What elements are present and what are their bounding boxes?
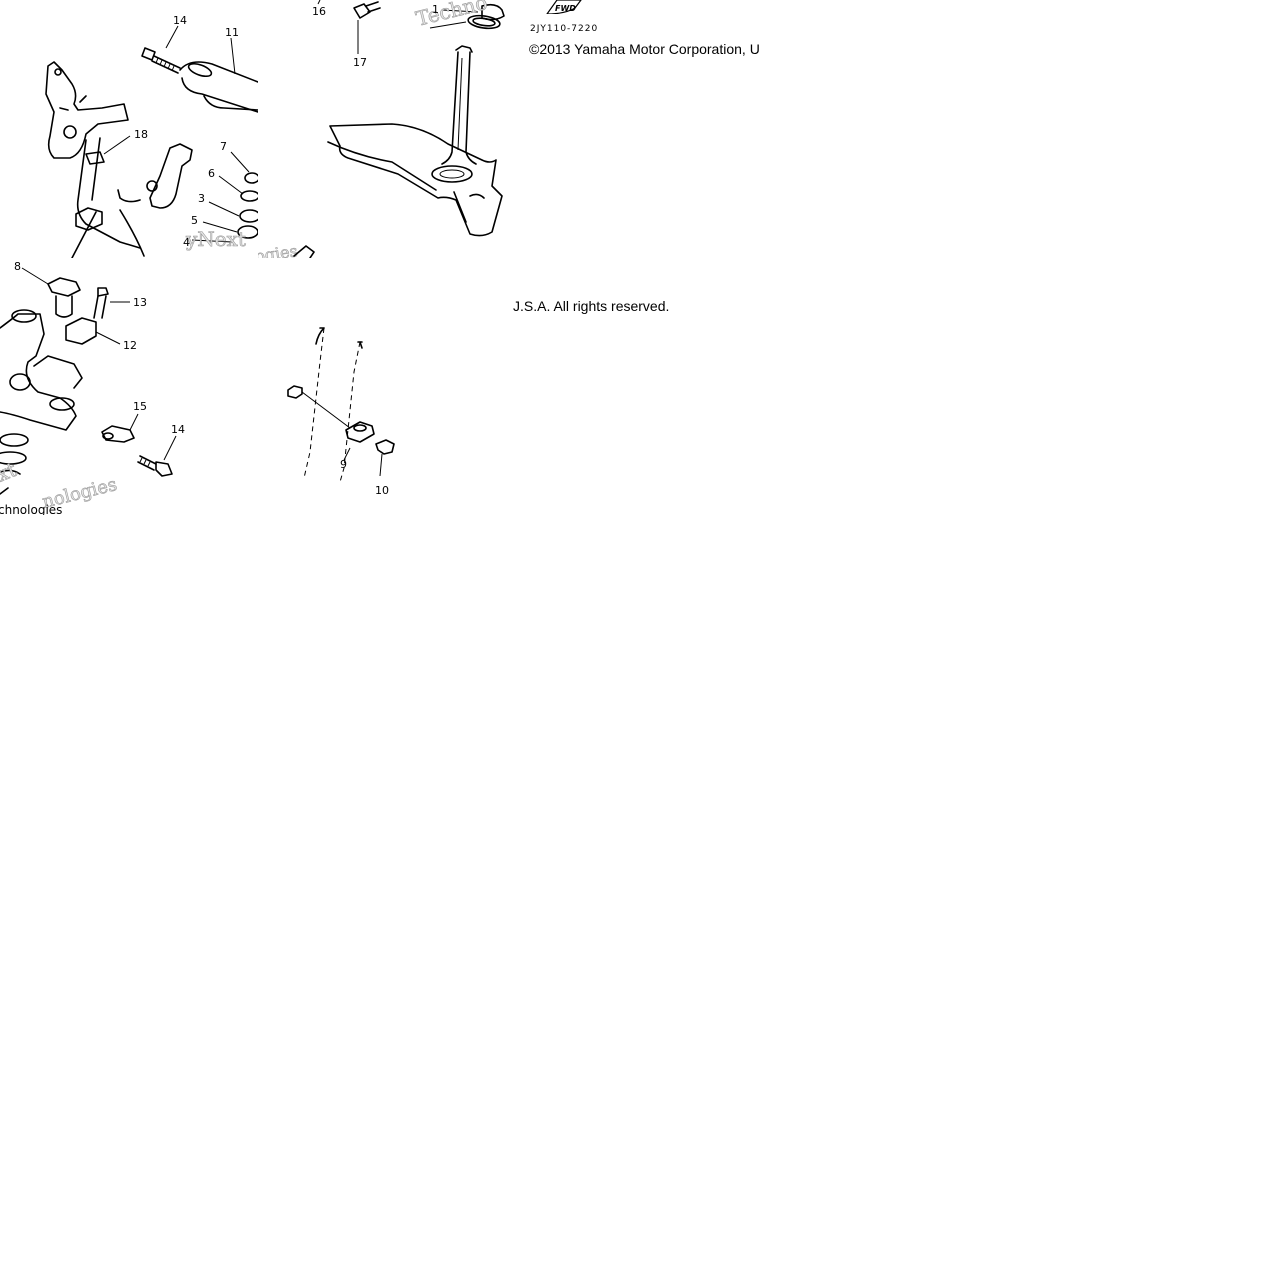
callout-7: 7	[220, 140, 227, 153]
clamp-15-drawing	[101, 413, 139, 443]
callout-18: 18	[134, 128, 148, 141]
under-bracket-drawing	[327, 123, 503, 237]
upper-bracket-diagram: xt nologies chnologies 8 13 12 15 14	[0, 258, 258, 515]
bolt-8-drawing	[21, 267, 81, 318]
fork-tube-drawing	[303, 327, 363, 483]
watermark-text: chnologies	[0, 503, 62, 515]
callout-6: 6	[208, 167, 215, 180]
callout-16: 16	[312, 5, 326, 18]
callout-5: 5	[191, 214, 198, 227]
callout-10: 10	[375, 484, 389, 497]
stem-tube-drawing	[441, 45, 477, 165]
right-bracket-drawing	[71, 143, 193, 258]
part-code: 2JY110-7220	[530, 24, 599, 34]
copyright-text-part1: ©2013 Yamaha Motor Corporation, U	[529, 41, 760, 57]
bolt-14b-drawing	[137, 435, 177, 477]
callout-17: 17	[353, 56, 367, 69]
callout-15: 15	[133, 400, 147, 413]
fwd-badge: FWD	[543, 0, 583, 14]
callout-9: 9	[340, 458, 347, 471]
clamp-9-drawing	[287, 385, 375, 461]
callout-1: 1	[432, 3, 439, 16]
fork-clamp-diagram: 9 10	[258, 258, 515, 515]
callout-8: 8	[14, 260, 21, 273]
bolt-10-drawing	[375, 439, 395, 477]
fwd-label: FWD	[555, 4, 576, 13]
callout-3: 3	[198, 192, 205, 205]
bolt-17-drawing	[353, 1, 381, 54]
holder-11-drawing	[179, 61, 258, 113]
copyright-text-part2: J.S.A. All rights reserved.	[513, 298, 670, 314]
handlebar-bracket-diagram: yNext 14 11 18 7 6 3 5 4	[0, 0, 258, 258]
callout-14: 14	[173, 14, 187, 27]
bolt-13-drawing	[93, 287, 130, 319]
callout-12: 12	[123, 339, 137, 352]
callout-4: 4	[183, 236, 190, 249]
steering-stem-diagram: Techno ogies 16 17 1	[258, 0, 515, 258]
watermark-text: yNext	[185, 227, 246, 251]
callout-11: 11	[225, 26, 239, 39]
callout-14: 14	[171, 423, 185, 436]
cap-12-drawing	[65, 317, 121, 345]
bearing-1-drawing	[429, 3, 505, 30]
grommet-18-drawing	[85, 135, 131, 165]
callout-13: 13	[133, 296, 147, 309]
bolt-14-drawing	[141, 47, 181, 74]
washer-stack-drawing	[191, 151, 258, 243]
headlight-bracket-drawing	[45, 61, 141, 249]
upper-bracket-body-drawing	[0, 309, 83, 495]
watermark-text: ogies	[258, 241, 299, 258]
